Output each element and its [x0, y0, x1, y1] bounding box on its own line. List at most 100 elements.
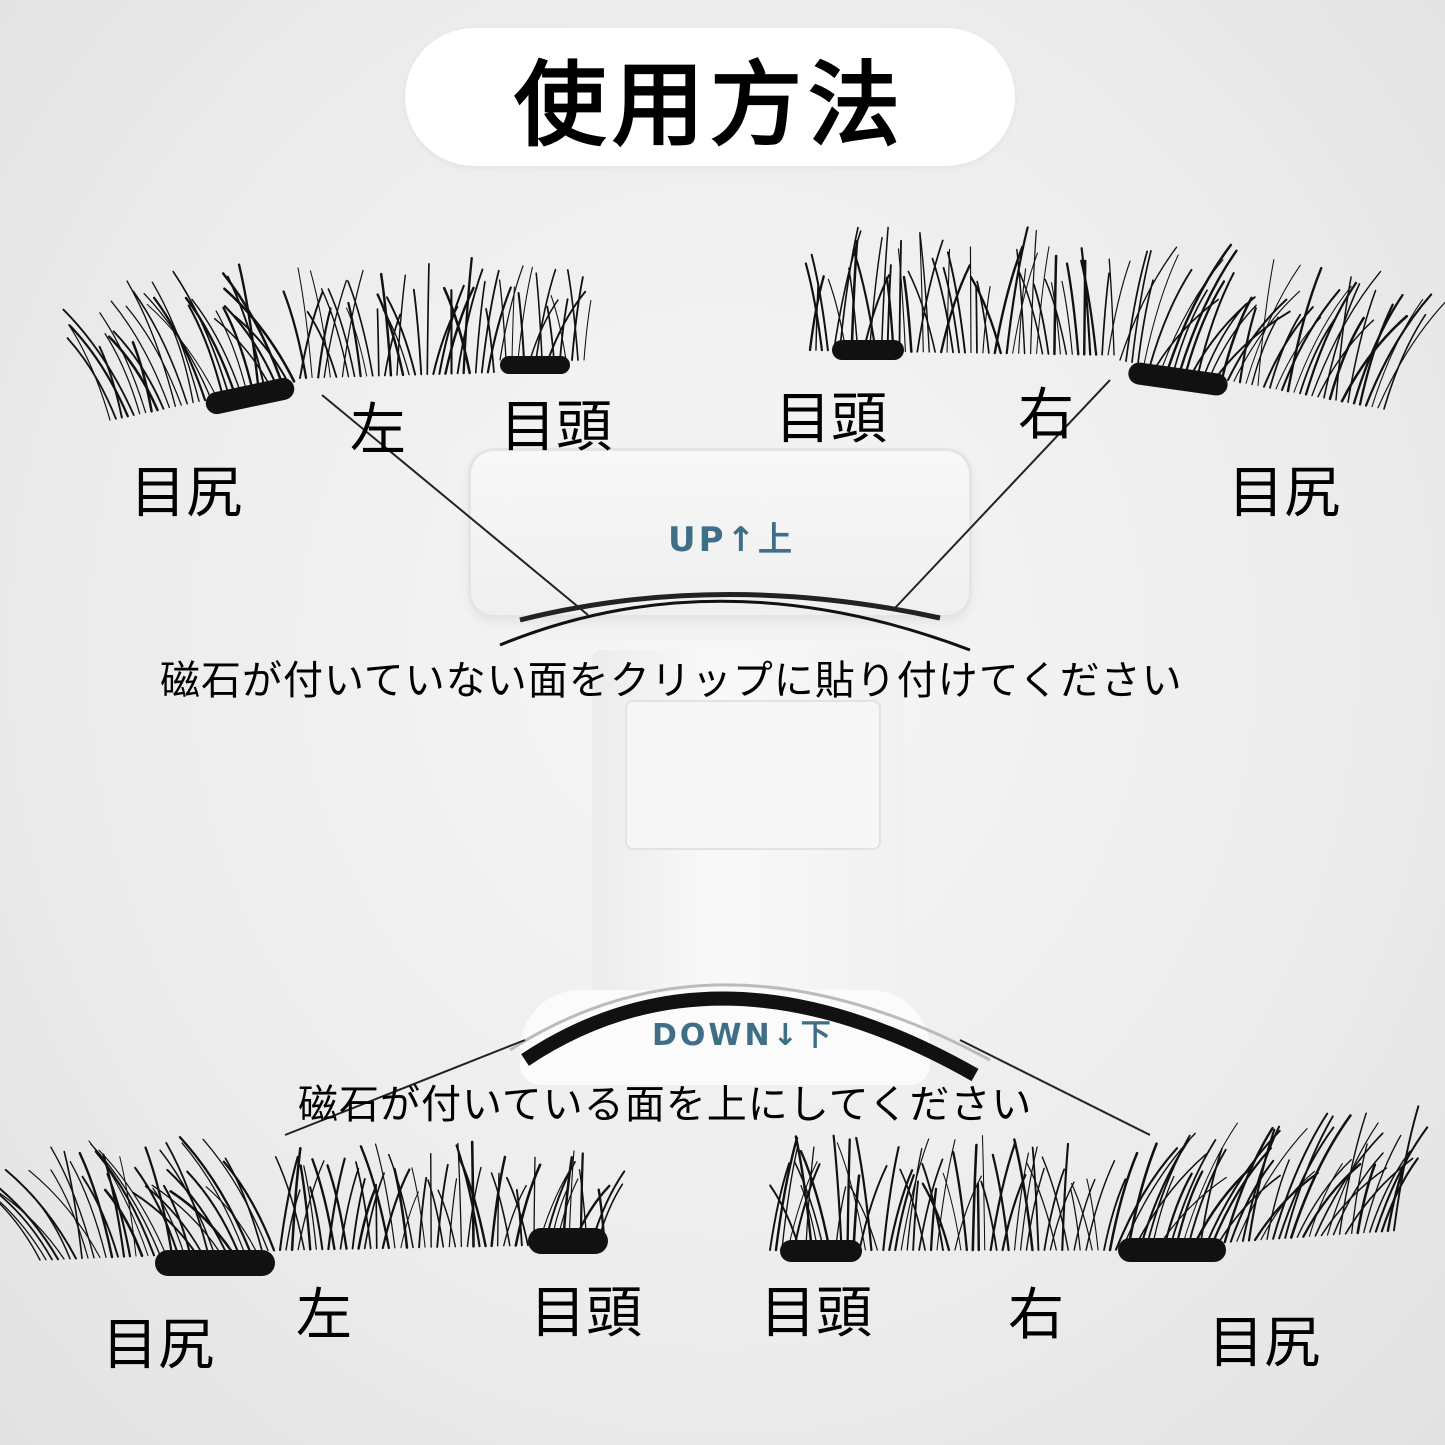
- lash-strand: [781, 1144, 799, 1251]
- lash-strand: [306, 310, 338, 378]
- lash-strand: [1247, 1128, 1276, 1242]
- lash-strand: [1019, 1146, 1038, 1251]
- lash-strand: [490, 1172, 511, 1247]
- lash-strand: [1065, 262, 1080, 356]
- lash-strand: [28, 1169, 101, 1259]
- lash-strand: [1133, 1153, 1207, 1250]
- lash-strand: [1031, 1146, 1040, 1251]
- lash-strand: [98, 345, 123, 419]
- clip-down-label: DOWN↓下: [652, 1018, 834, 1053]
- lash-strand: [1029, 230, 1037, 355]
- top-right-side-label: 右: [1018, 383, 1074, 448]
- lash-strand: [152, 1187, 185, 1255]
- bottom-right-side-label: 右: [1008, 1283, 1064, 1348]
- lash-strand: [971, 1143, 978, 1252]
- lash-strand: [1226, 298, 1288, 382]
- lash-strand: [880, 226, 889, 352]
- lash-strand: [1016, 248, 1026, 355]
- lash-strand: [396, 274, 407, 376]
- bottom-left-side-label: 左: [296, 1283, 352, 1348]
- lash-strand: [1085, 1160, 1116, 1251]
- lash-strand: [427, 1179, 445, 1248]
- lash-strand: [1043, 1168, 1066, 1251]
- lash-strand: [187, 304, 224, 398]
- lash-strand: [327, 288, 356, 378]
- lash-strand: [1377, 301, 1445, 409]
- lash-strand: [1269, 313, 1302, 389]
- pointer-line-top-right: [894, 379, 1111, 609]
- lash-strand: [899, 1168, 926, 1251]
- lash-strand: [499, 265, 524, 361]
- lash-strand: [832, 1134, 843, 1252]
- lash-strand: [490, 1155, 507, 1248]
- lash-strand: [81, 1175, 119, 1258]
- lash-strand: [437, 1189, 457, 1248]
- lash-strand: [546, 305, 555, 361]
- lash-strand: [1199, 1147, 1223, 1245]
- lash-strand: [470, 1140, 475, 1248]
- lash-strand: [326, 1164, 348, 1250]
- lash-strand: [954, 1175, 982, 1251]
- lash-strand: [794, 1135, 813, 1252]
- lash-strand: [1257, 259, 1275, 387]
- lash-strand: [1013, 1152, 1029, 1251]
- lash-strand: [982, 285, 991, 354]
- lash-strand: [63, 1150, 83, 1260]
- lash-strand: [486, 286, 512, 374]
- lash-strand: [517, 266, 533, 361]
- lash-strand: [485, 307, 495, 374]
- lash-strand: [1245, 264, 1301, 384]
- lash-strand: [919, 233, 924, 353]
- lash-strand: [1299, 318, 1336, 395]
- bottom-right-inner-label: 目頭: [760, 1281, 872, 1346]
- lash-strand: [327, 1157, 346, 1251]
- bottom-clip-lash-edge: [509, 983, 991, 1062]
- lash-strand: [1119, 246, 1178, 361]
- lash-strand: [110, 300, 171, 409]
- instruction-top: 磁石が付いていない面をクリップに貼り付けてください: [160, 658, 1183, 704]
- lash-strand: [787, 1160, 818, 1251]
- lash-strand: [1293, 285, 1352, 393]
- lash-strand: [898, 239, 902, 353]
- lash-strand: [535, 272, 543, 361]
- lash-strand: [888, 1169, 914, 1252]
- magnet-bar-bottom-right-outer: [1118, 1238, 1226, 1262]
- lash-strand: [103, 1188, 144, 1258]
- instruction-bottom: 磁石が付いている面を上にしてください: [298, 1082, 1033, 1128]
- lash-strand: [1121, 1132, 1196, 1250]
- lash-strand: [535, 268, 557, 361]
- title-pill: 使用方法: [405, 28, 1015, 166]
- lash-strand: [426, 263, 430, 376]
- lash-strand: [233, 315, 290, 384]
- lash-strand: [810, 253, 829, 352]
- lash-strand: [99, 312, 147, 414]
- lash-strand: [498, 279, 507, 361]
- lash-strand: [4, 1168, 77, 1260]
- lash-strand: [921, 1182, 951, 1252]
- lash-strand: [1203, 303, 1247, 377]
- lash-strand: [1383, 313, 1427, 410]
- lash-strand: [969, 246, 972, 354]
- lash-strand: [1101, 272, 1110, 356]
- lash-strand: [1086, 1178, 1099, 1251]
- magnet-bar-bottom-left-inner: [528, 1228, 608, 1254]
- lash-strand: [299, 291, 324, 379]
- lash-strand: [376, 293, 405, 377]
- lash-strand: [1289, 1114, 1352, 1239]
- lash-strand: [317, 307, 332, 379]
- lash-strand: [223, 305, 278, 387]
- lash-strand: [1025, 1167, 1045, 1251]
- lash-strand: [223, 287, 296, 383]
- lash-strand: [132, 1191, 197, 1255]
- lash-strand: [505, 1176, 529, 1247]
- lash-strand: [297, 267, 313, 379]
- lash-strand: [224, 1157, 263, 1252]
- lash-strand: [503, 1184, 527, 1247]
- lash-strand: [1137, 279, 1154, 365]
- lash-strand: [838, 226, 859, 352]
- bottom-left-inner-label: 目頭: [530, 1281, 642, 1346]
- lash-strand: [862, 274, 890, 352]
- lash-strand: [222, 306, 254, 392]
- lash-strand: [907, 270, 936, 353]
- lash-strand: [351, 1178, 366, 1250]
